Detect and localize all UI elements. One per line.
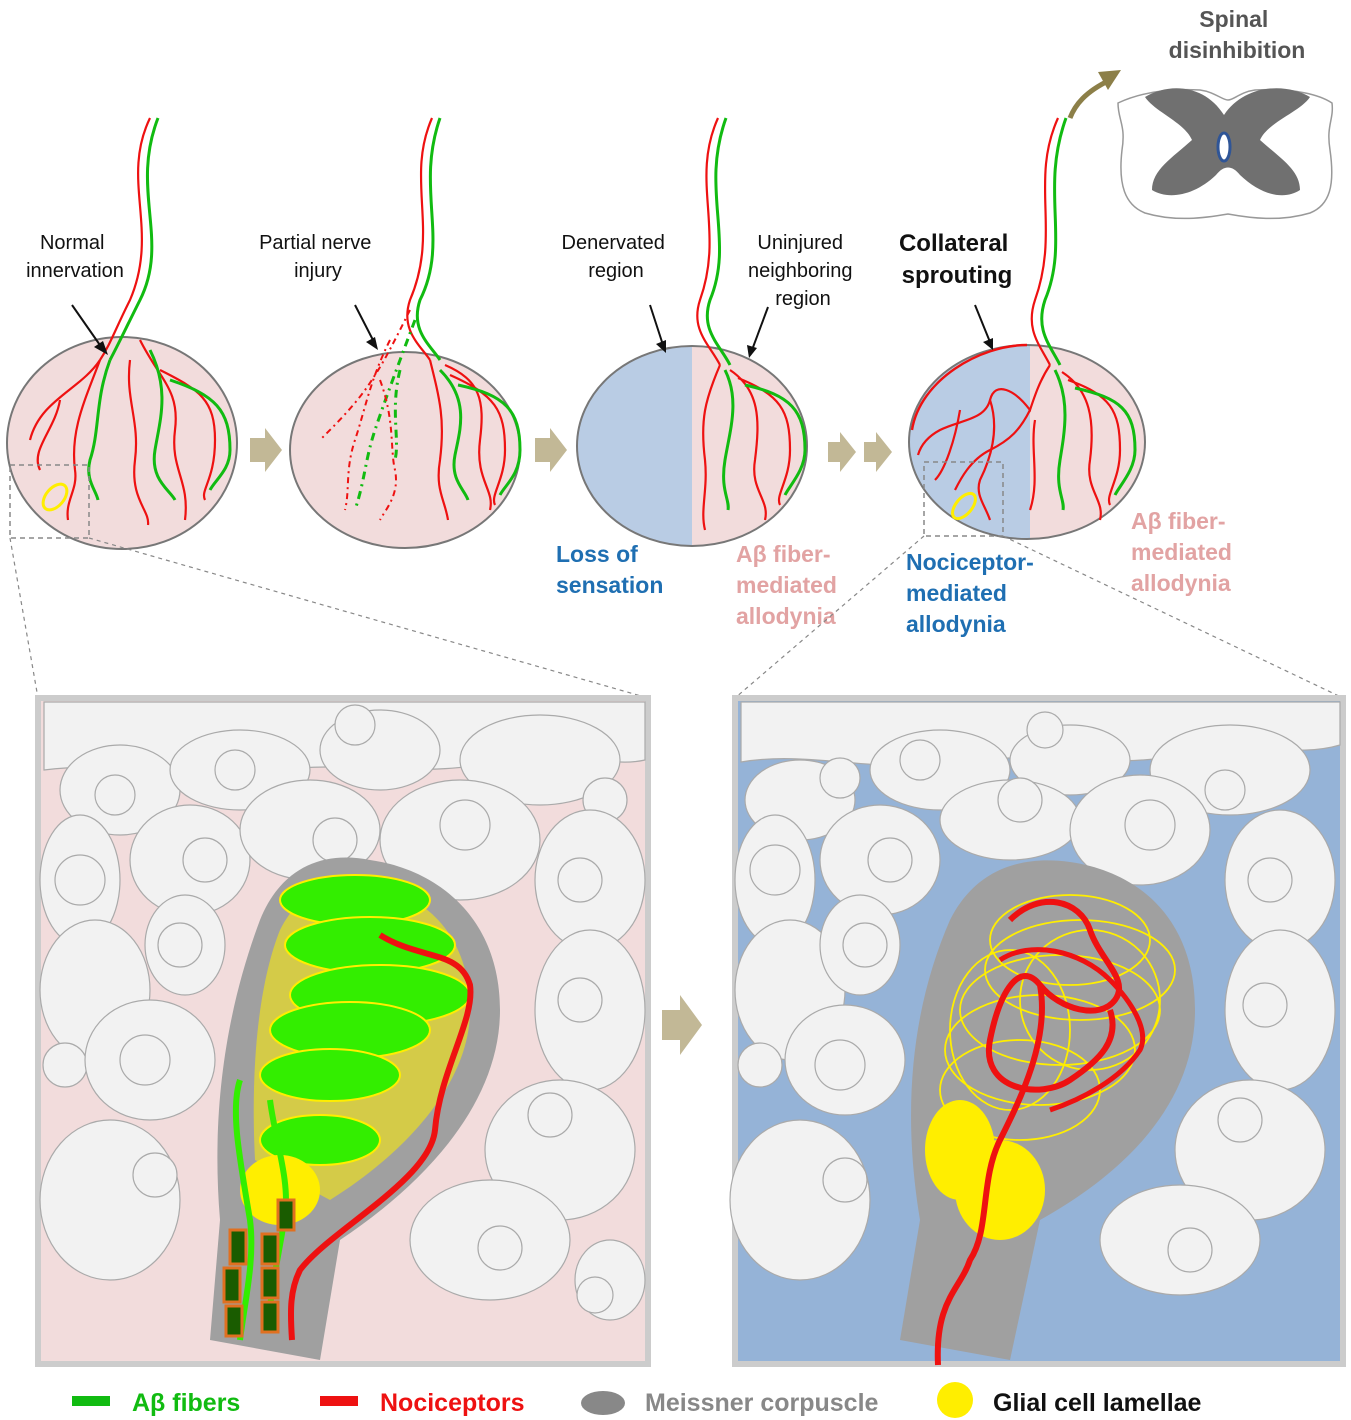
legend-icon-green-line [72,1396,110,1406]
legend-label-glial: Glial cell lamellae [993,1389,1202,1417]
legend-icon-grey-ellipse [581,1391,625,1415]
legend-label-nociceptors: Nociceptors [380,1389,524,1417]
panel-normal-innervation: Normal innervation [7,118,237,549]
legend: Aβ fibers Nociceptors Meissner corpuscle… [72,1382,1202,1418]
step-arrow-2 [535,428,567,472]
label-normal-innervation: Normal innervation [26,232,124,282]
label-collateral-sprouting: Collateral sprouting [899,230,1015,289]
label-denervated-region: Denervated region [562,232,671,282]
panel-partial-nerve-injury: Partial nerve injury [259,118,520,548]
label-loss-of-sensation: Loss of sensation [556,541,663,598]
panel-denervated: Denervated region Uninjured neighboring … [562,118,859,555]
label-partial-nerve-injury: Partial nerve injury [259,232,377,282]
label-abeta-allodynia-2: Aβ fiber- mediated allodynia [1131,508,1238,596]
legend-label-abeta: Aβ fibers [132,1389,240,1417]
label-abeta-allodynia-1: Aβ fiber- mediated allodynia [736,541,843,629]
zoom-panel-sprouting [730,698,1343,1365]
step-arrow-1 [250,428,282,472]
spinal-cord-icon: Spinal disinhibition [1118,6,1332,218]
legend-icon-red-line [320,1396,358,1406]
label-nociceptor-allodynia: Nociceptor- mediated allodynia [906,549,1040,637]
legend-icon-yellow-circle [937,1382,973,1418]
zoom-panel-normal [38,698,648,1364]
label-spinal-disinhibition: Spinal disinhibition [1169,6,1306,63]
step-arrow-3b [864,432,892,472]
step-arrow-zoom [662,995,702,1055]
step-arrow-3a [828,432,856,472]
panel-collateral-sprouting: Collateral sprouting [899,70,1155,550]
label-uninjured-region: Uninjured neighboring region [748,232,858,310]
legend-label-meissner: Meissner corpuscle [645,1389,879,1417]
